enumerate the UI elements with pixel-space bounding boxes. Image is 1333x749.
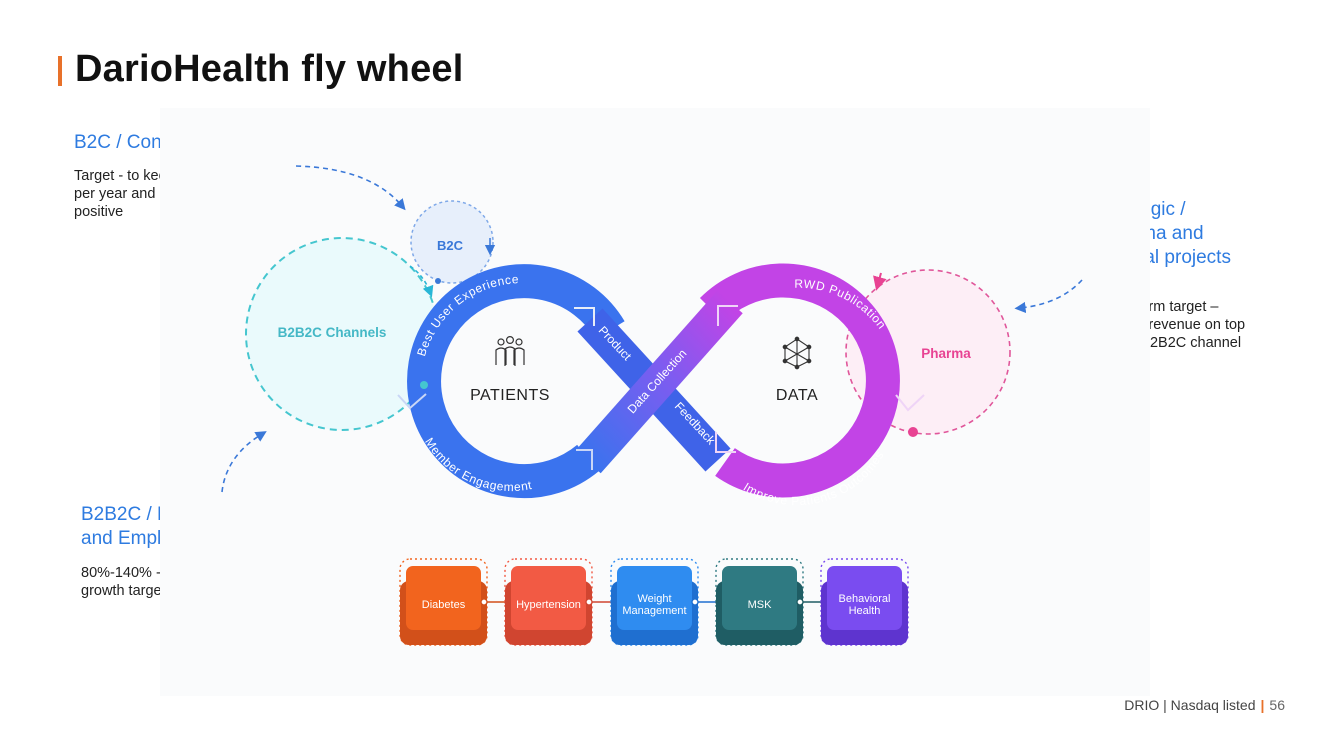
pharma-label: Pharma — [921, 346, 971, 361]
condition-card: Hypertension — [504, 558, 593, 646]
condition-card-face — [827, 566, 902, 630]
pharma-connector-dot — [908, 427, 918, 437]
page-number: 56 — [1269, 697, 1285, 713]
condition-card-face — [617, 566, 692, 630]
data-network-icon — [782, 336, 812, 370]
b2b2c-pointer-arrow — [221, 431, 267, 493]
chevron-feedback — [715, 432, 736, 453]
condition-card-label: Behavioral — [839, 593, 891, 605]
condition-connector-dot — [796, 598, 804, 606]
data-label: DATA — [776, 387, 818, 404]
condition-connector-dot — [585, 598, 593, 606]
condition-card-label: Diabetes — [422, 599, 466, 611]
band-data-collection — [575, 290, 743, 474]
condition-card-face — [511, 566, 586, 630]
b2c-circle-label: B2C — [437, 238, 464, 253]
condition-card-label: Hypertension — [516, 599, 581, 611]
condition-card: MSK — [715, 558, 804, 646]
b2c-pointer-arrow — [295, 165, 406, 211]
chevron-product — [574, 307, 595, 326]
chevron-left — [397, 393, 427, 410]
chevron-rwd — [717, 305, 738, 326]
b2c-to-channels-arrow — [409, 265, 434, 298]
condition-connector-dot — [691, 598, 699, 606]
left-ring — [407, 264, 625, 499]
title-accent-bar — [58, 56, 62, 86]
b2c-connector-dot — [435, 278, 441, 284]
condition-card-face — [406, 566, 481, 630]
chevron-member — [576, 449, 593, 470]
condition-connector-dot — [480, 598, 488, 606]
page-title: DarioHealth fly wheel — [75, 48, 464, 90]
condition-card-face — [722, 566, 797, 630]
condition-card-label: MSK — [748, 599, 773, 611]
b2c-circle — [410, 200, 494, 284]
condition-card: Diabetes — [399, 558, 488, 646]
patients-label: PATIENTS — [470, 387, 550, 404]
chevron-right — [895, 394, 925, 412]
b2b2c-channels-label: B2B2C Channels — [278, 325, 387, 340]
footer: DRIO | Nasdaq listed|56 — [1124, 697, 1285, 713]
right-ring — [699, 263, 900, 498]
infinity-loop — [397, 263, 925, 499]
patients-icon — [495, 336, 525, 366]
condition-card-label: Weight — [637, 593, 671, 605]
footer-company: DRIO | Nasdaq listed — [1124, 697, 1256, 713]
pharma-arrow — [873, 272, 887, 291]
condition-card-label: Management — [622, 605, 686, 617]
footer-separator: | — [1260, 697, 1265, 713]
b2b2c-connector-dot — [420, 381, 428, 389]
condition-card-label: Health — [849, 605, 881, 617]
